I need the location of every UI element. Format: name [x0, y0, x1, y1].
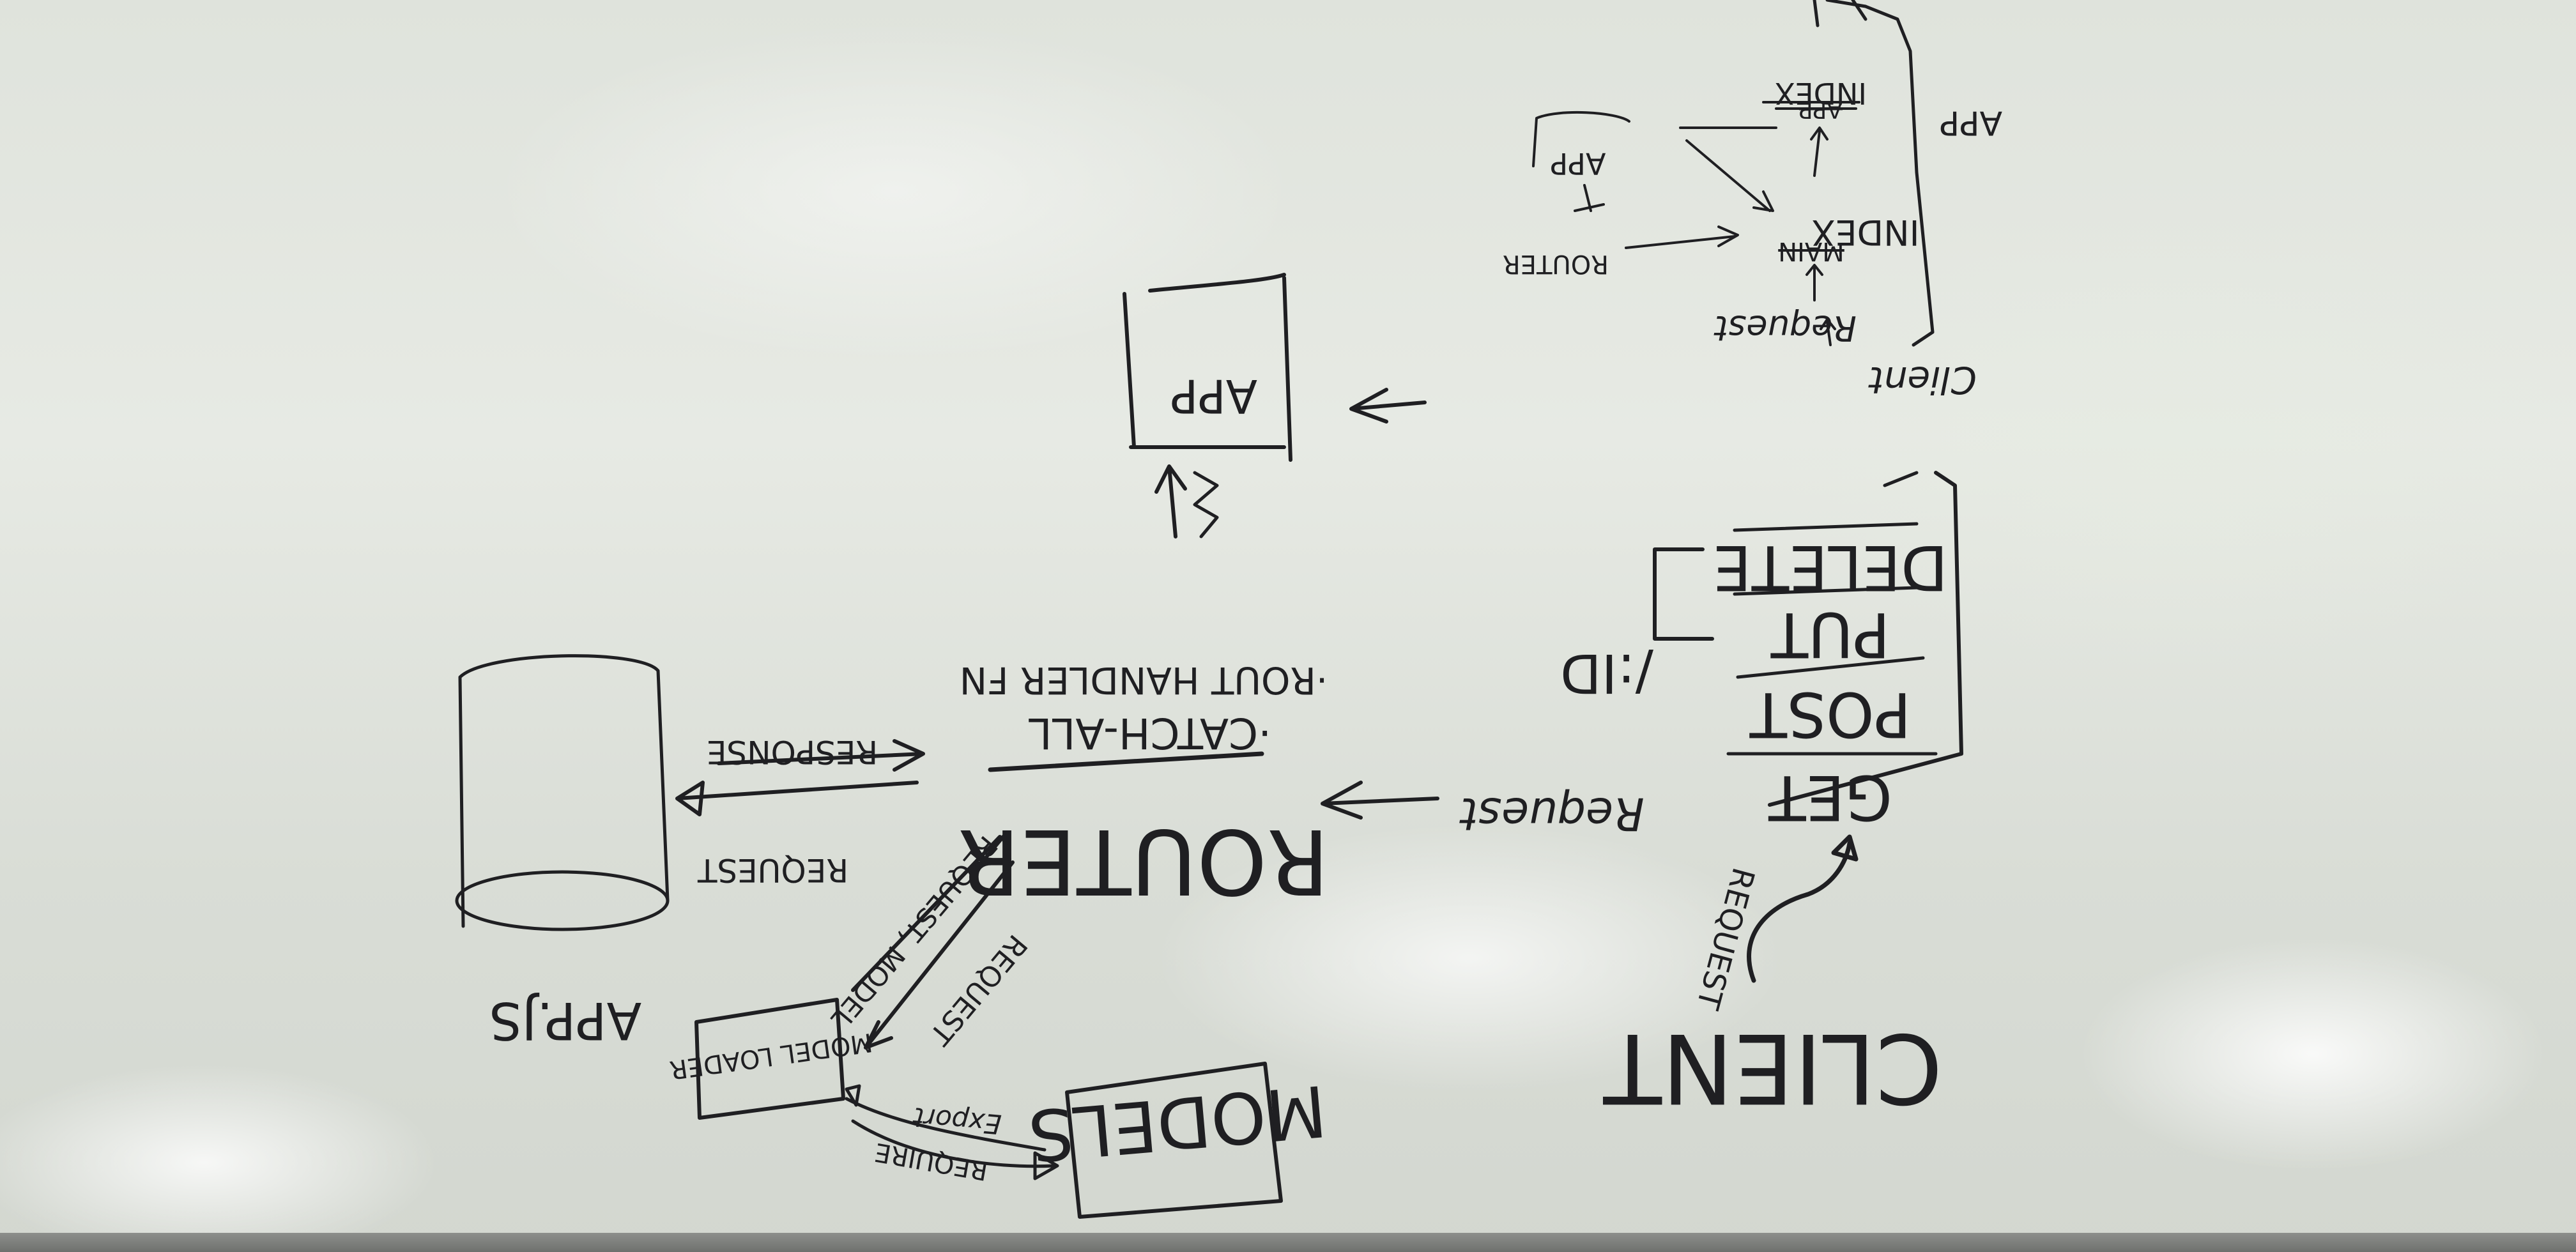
id-param: /:ID [1560, 642, 1653, 705]
models-box [1065, 1062, 1283, 1219]
response-arrow [717, 739, 925, 772]
router-label-group: ROUTER [958, 809, 1329, 913]
flow-app-marks [1532, 111, 1630, 212]
flow-client-arrow [1820, 318, 1836, 346]
models-label-group: MODELS [1025, 1069, 1330, 1177]
export-label: Export [912, 1101, 1003, 1140]
flow-request-group: Request [1713, 308, 1857, 348]
response-label: RESPONSE [707, 733, 878, 770]
flow-index-strike-group: MAIN [1778, 236, 1844, 266]
app-js-label-group: APP.JS [489, 991, 642, 1050]
request-router-label-group: Request [1459, 788, 1644, 840]
router-loader-arrowhead [985, 835, 1011, 861]
app-box-up-arrow [1154, 464, 1187, 538]
require-label-group: REQUIRE [873, 1137, 990, 1186]
flow-app: APP [1551, 146, 1606, 181]
flow-router-group: ROUTER [1503, 249, 1609, 279]
router-loader-arrow-2 [864, 860, 1015, 1050]
client-label-group: CLIENT [1602, 1012, 1943, 1123]
flow-index: INDEX [1811, 212, 1919, 252]
app-box-label: APP [1170, 369, 1257, 423]
require-arrow [851, 1119, 1059, 1180]
require-label: REQUIRE [873, 1137, 990, 1186]
app-js-cylinder [455, 654, 670, 931]
request-appjs-label-group: REQUEST [697, 851, 848, 889]
flow-router-arrow [1625, 225, 1739, 249]
methods-bracket-tick [1883, 471, 1919, 487]
flow-app-stack: APP [1940, 103, 2002, 142]
request-router-arrow [1321, 781, 1439, 820]
method-delete-group: DELETE [1713, 531, 1948, 603]
router-note-2-group: ·ROUT HANDLER FN [960, 659, 1328, 702]
method-get-group: GET [1768, 761, 1892, 833]
flow-app-arrows [1679, 126, 1777, 212]
export-label-group: Export [912, 1101, 1003, 1140]
app-js-label: APP.JS [489, 991, 642, 1050]
flow-app-stack-group: APP [1940, 103, 2002, 142]
request-router-label: Request [1459, 788, 1644, 840]
flow-client: Client [1868, 358, 1977, 402]
client-request-arrowhead [1831, 834, 1859, 862]
client-label: CLIENT [1602, 1012, 1943, 1123]
method-post: POST [1749, 678, 1911, 750]
flow-index-group: INDEX [1811, 212, 1919, 252]
app-box [1123, 273, 1292, 462]
client-request-arrow [1747, 841, 1852, 983]
app-box-label-group: APP [1170, 369, 1257, 423]
request-appjs-arrow [675, 781, 919, 816]
id-bracket [1653, 547, 1714, 641]
router-underline [988, 751, 1264, 772]
app-box-squiggle [1193, 471, 1219, 538]
method-get: GET [1768, 761, 1892, 833]
method-put: PUT [1770, 599, 1890, 670]
flow-app-group: APP [1551, 146, 1606, 181]
request-loader-label: REQUEST [923, 928, 1034, 1051]
flow-index-arrow [1810, 126, 1828, 177]
model-loader-box [694, 998, 845, 1120]
flow-index-top: INDEX [1775, 76, 1867, 111]
response-label-group: RESPONSE [707, 733, 878, 770]
method-delete: DELETE [1713, 531, 1948, 603]
method-post-group: POST [1749, 678, 1911, 750]
flow-index-top-underline [1762, 101, 1860, 110]
router-note-2: ·ROUT HANDLER FN [960, 659, 1328, 702]
flow-request-arrow [1805, 264, 1823, 302]
router-loader-arrow-1 [851, 835, 1002, 992]
methods-bracket [1768, 471, 1963, 807]
flow-router: ROUTER [1503, 249, 1609, 279]
export-arrow [845, 1084, 1046, 1152]
id-param-group: /:ID [1560, 642, 1653, 705]
flow-request: Request [1713, 308, 1857, 348]
models-label: MODELS [1025, 1069, 1330, 1177]
whiteboard-tray [0, 1233, 2576, 1252]
router-label: ROUTER [958, 809, 1329, 913]
flow-index-top-group: INDEX [1775, 76, 1867, 111]
flow-app-stack-bracket [1813, 0, 1935, 347]
app-box-in-arrow [1349, 388, 1427, 424]
request-appjs-label: REQUEST [697, 851, 848, 889]
method-put-group: PUT [1770, 599, 1890, 670]
flow-client-group: Client [1868, 358, 1977, 402]
flow-index-strike: MAIN [1778, 236, 1844, 266]
methods-dividers [1726, 522, 1938, 756]
router-note-1-group: ·CATCH-ALL [1029, 708, 1272, 758]
request-loader-label-group: REQUEST [923, 928, 1034, 1051]
router-note-1: ·CATCH-ALL [1029, 708, 1272, 758]
